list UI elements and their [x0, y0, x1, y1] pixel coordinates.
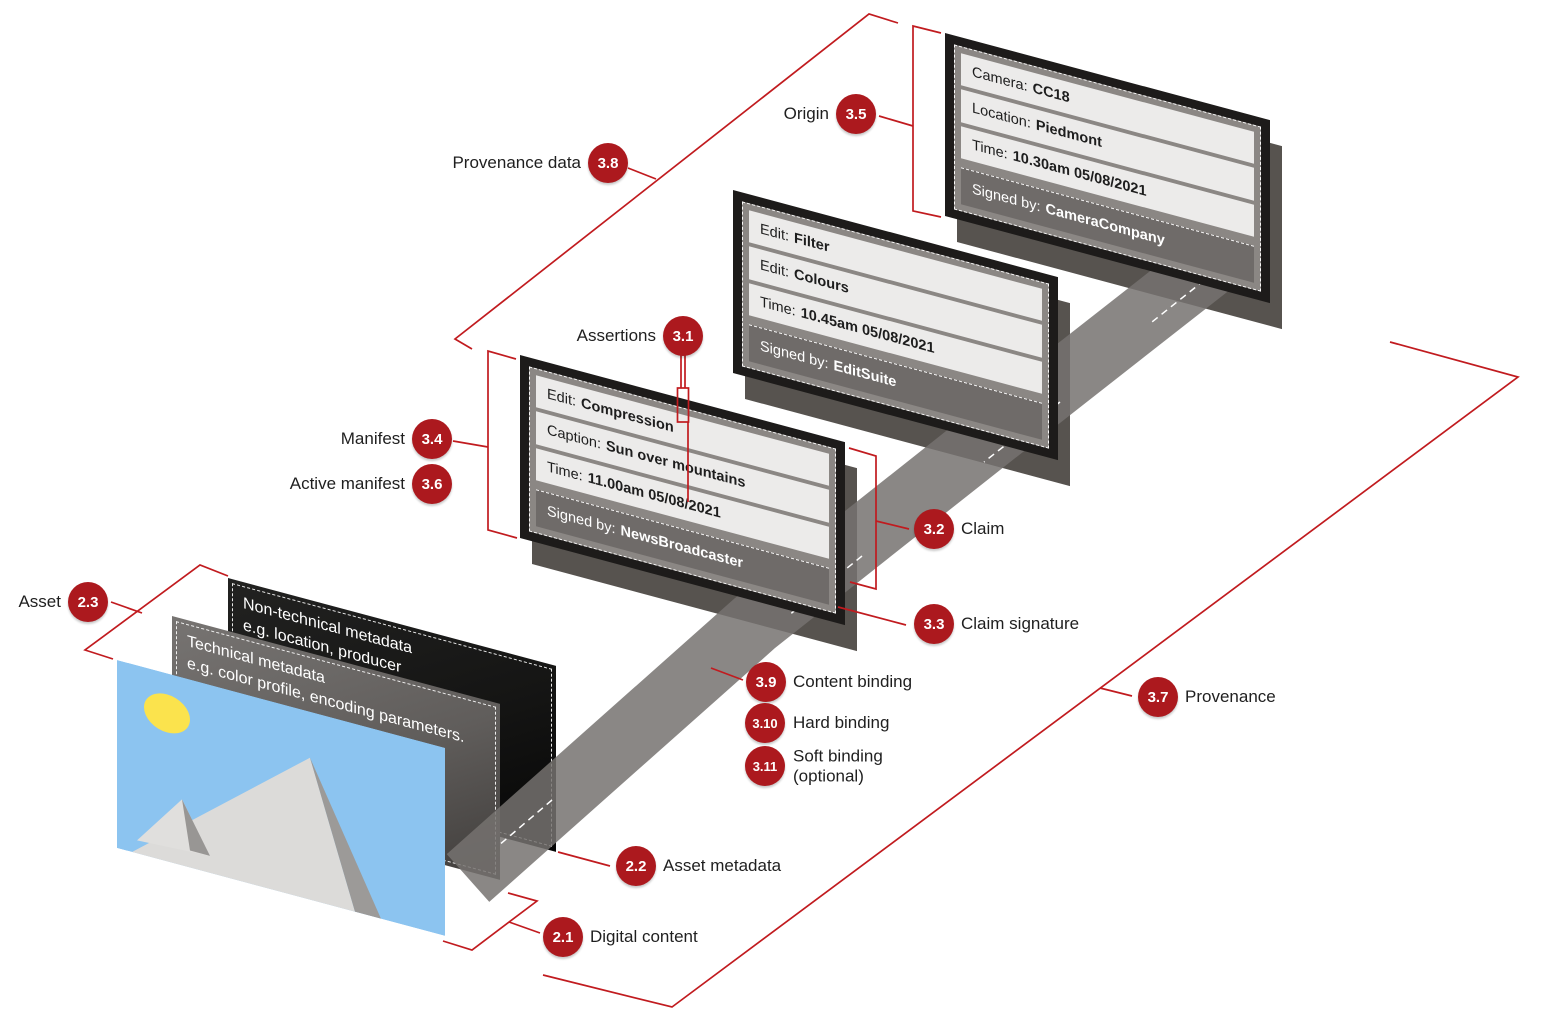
row-label: Time:: [547, 459, 583, 485]
badge-3-1: 3.1: [663, 316, 703, 356]
badge-2-1: 2.1: [543, 917, 583, 957]
label-claim-signature: Claim signature: [961, 614, 1080, 634]
label-soft-binding-line1: Soft binding: [793, 746, 883, 766]
row-label: Time:: [972, 137, 1008, 163]
origin-bracket: [912, 24, 942, 218]
label-content-binding: Content binding: [793, 672, 913, 692]
label-asset-metadata: Asset metadata: [663, 856, 782, 876]
label-claim: Claim: [961, 519, 1005, 539]
badge-3-10: 3.10: [745, 703, 785, 743]
badge-3-8: 3.8: [588, 143, 628, 183]
label-soft-binding: Soft binding (optional): [793, 746, 883, 785]
manifest-bracket: [487, 349, 518, 539]
row-label: Edit:: [547, 386, 577, 411]
signed-by-label: Signed by:: [760, 338, 829, 373]
digital-content-bracket: [442, 892, 539, 951]
badge-3-3: 3.3: [914, 604, 954, 644]
label-provenance-data: Provenance data: [452, 153, 581, 173]
label-soft-binding-line2: (optional): [793, 766, 864, 785]
signer-name: EditSuite: [833, 357, 897, 391]
photo-illustration: [117, 660, 445, 936]
label-hard-binding: Hard binding: [793, 713, 890, 733]
signed-by-label: Signed by:: [972, 181, 1041, 216]
row-value: CC18: [1032, 80, 1070, 107]
label-assertions: Assertions: [576, 326, 656, 346]
badge-2-3: 2.3: [68, 582, 108, 622]
row-label: Location:: [972, 100, 1031, 133]
row-label: Caption:: [547, 422, 602, 454]
badge-3-9: 3.9: [746, 662, 786, 702]
content-binding-tick: [710, 667, 744, 681]
row-value: Filter: [794, 230, 830, 257]
row-label: Time:: [760, 294, 796, 320]
badge-3-7: 3.7: [1138, 677, 1178, 717]
row-value: Colours: [794, 266, 849, 298]
row-value: Piedmont: [1035, 117, 1102, 152]
signed-by-label: Signed by:: [547, 503, 616, 538]
badge-3-2: 3.2: [914, 509, 954, 549]
label-origin: Origin: [783, 104, 829, 124]
mountain-large-light-face: [132, 757, 355, 912]
label-manifest: Manifest: [340, 429, 405, 449]
label-active-manifest: Active manifest: [289, 474, 405, 494]
row-label: Camera:: [972, 64, 1028, 96]
badge-3-4: 3.4: [412, 419, 452, 459]
badge-3-11: 3.11: [745, 746, 785, 786]
label-provenance: Provenance: [1185, 687, 1276, 707]
label-asset: Asset: [18, 592, 61, 612]
row-label: Edit:: [760, 221, 790, 246]
sun-icon: [144, 693, 190, 734]
asset-metadata-tick: [557, 851, 611, 867]
label-digital-content: Digital content: [590, 927, 698, 947]
digital-content-photo: [117, 660, 445, 936]
row-label: Edit:: [760, 257, 790, 282]
badge-3-5: 3.5: [836, 94, 876, 134]
badge-3-6: 3.6: [412, 464, 452, 504]
badge-2-2: 2.2: [616, 846, 656, 886]
